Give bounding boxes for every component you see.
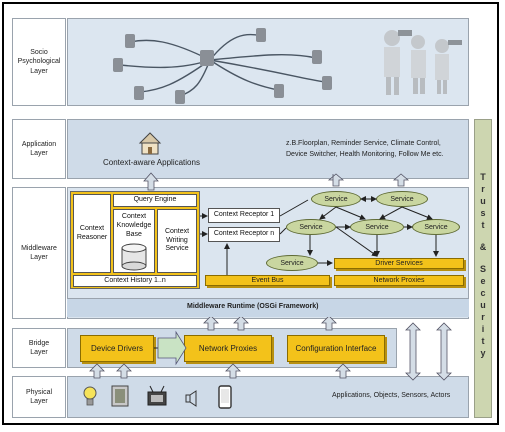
trust-char-2: r — [481, 184, 485, 194]
driver-services: Driver Services — [334, 258, 464, 269]
physical-band — [67, 376, 469, 418]
context-reasoner: Context Reasoner — [73, 194, 111, 273]
trust-char-14: y — [480, 348, 486, 358]
application-examples-line1: z.B.Floorplan, Reminder Service, Climate… — [286, 140, 441, 147]
device-drivers: Device Drivers — [80, 335, 154, 362]
tv-icon — [147, 385, 167, 406]
application-band — [67, 119, 469, 179]
bulb-icon — [83, 386, 97, 406]
speaker-icon — [185, 390, 197, 407]
application-layer-label: Application Layer — [12, 119, 66, 179]
bridge-layer-label: Bridge Layer — [12, 328, 66, 368]
trust-char-1: T — [480, 172, 486, 182]
trust-char-13: t — [481, 336, 485, 346]
middleware-layer-label: Middleware Layer — [12, 187, 66, 319]
service-node-6: Service — [266, 255, 318, 271]
trust-char-5: t — [481, 220, 485, 230]
service-node-3: Service — [286, 219, 336, 235]
workers-illustration — [384, 30, 462, 95]
event-bus: Event Bus — [205, 275, 330, 286]
trust-char-7: S — [479, 264, 486, 274]
flow-arrow — [157, 330, 187, 366]
service-node-1: Service — [311, 191, 361, 207]
middleware-runtime-text: Middleware Runtime (OSGi Framework) — [187, 303, 319, 310]
socio-layer-label: Socio Psychological Layer — [12, 18, 66, 106]
service-node-2: Service — [376, 191, 428, 207]
trust-char-12: i — [481, 324, 485, 334]
context-receptor-1: Context Receptor 1 — [208, 208, 280, 223]
runtime-band — [67, 298, 469, 317]
physical-layer-label: Physical Layer — [12, 376, 66, 418]
context-history: Context History 1..n — [73, 275, 197, 287]
bridge-network-proxies: Network Proxies — [184, 335, 272, 362]
phone-icon — [218, 385, 232, 409]
trust-char-4: s — [480, 208, 486, 218]
context-receptor-n: Context Receptor n — [208, 227, 280, 242]
query-engine: Query Engine — [113, 194, 197, 207]
trust-security-column — [474, 119, 492, 418]
trust-char-9: c — [480, 288, 486, 298]
application-examples-line2: Device Switcher, Health Monitoring, Foll… — [286, 151, 444, 158]
context-writing-service: Context Writing Service — [157, 209, 197, 273]
picture-frame-icon — [111, 385, 129, 407]
network-proxies-bar: Network Proxies — [334, 275, 464, 286]
physical-devices-label: Applications, Objects, Sensors, Actors — [332, 392, 451, 399]
trust-char-8: e — [480, 276, 486, 286]
trust-char-6: & — [479, 242, 487, 252]
trust-char-3: u — [480, 196, 486, 206]
trust-char-10: u — [480, 300, 486, 310]
trust-char-11: r — [481, 312, 485, 322]
configuration-interface: Configuration Interface — [287, 335, 385, 362]
knowledge-base-label: Context Knowledge Base — [116, 213, 152, 238]
context-aware-applications-label: Context-aware Applications — [103, 158, 200, 167]
